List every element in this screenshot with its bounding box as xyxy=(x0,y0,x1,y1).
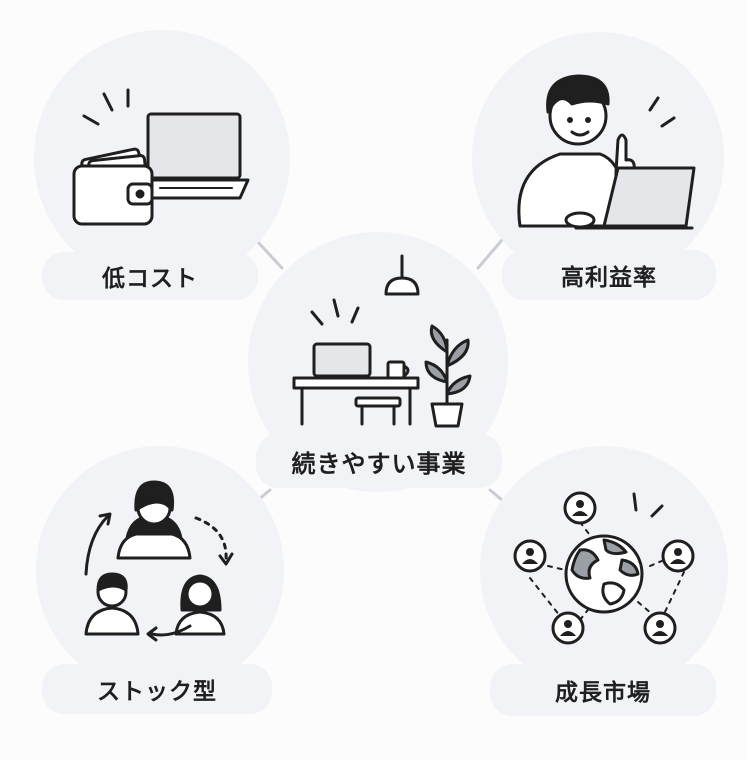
person-idea-icon xyxy=(517,74,696,230)
label-high-margin: 高利益率 xyxy=(502,250,716,300)
label-growth-market: 成長市場 xyxy=(490,664,716,716)
wallet-laptop-icon xyxy=(72,88,250,226)
label-stock-type: ストック型 xyxy=(42,664,272,714)
recurring-customers-icon xyxy=(84,480,234,642)
global-network-icon xyxy=(513,491,695,645)
desk-workspace-icon xyxy=(292,254,472,428)
label-sustainable-business: 続きやすい事業 xyxy=(256,434,502,488)
label-low-cost: 低コスト xyxy=(42,252,258,300)
connector-bottom-right xyxy=(488,488,504,502)
connector-top-left xyxy=(254,238,284,270)
connector-top-right xyxy=(476,238,504,270)
